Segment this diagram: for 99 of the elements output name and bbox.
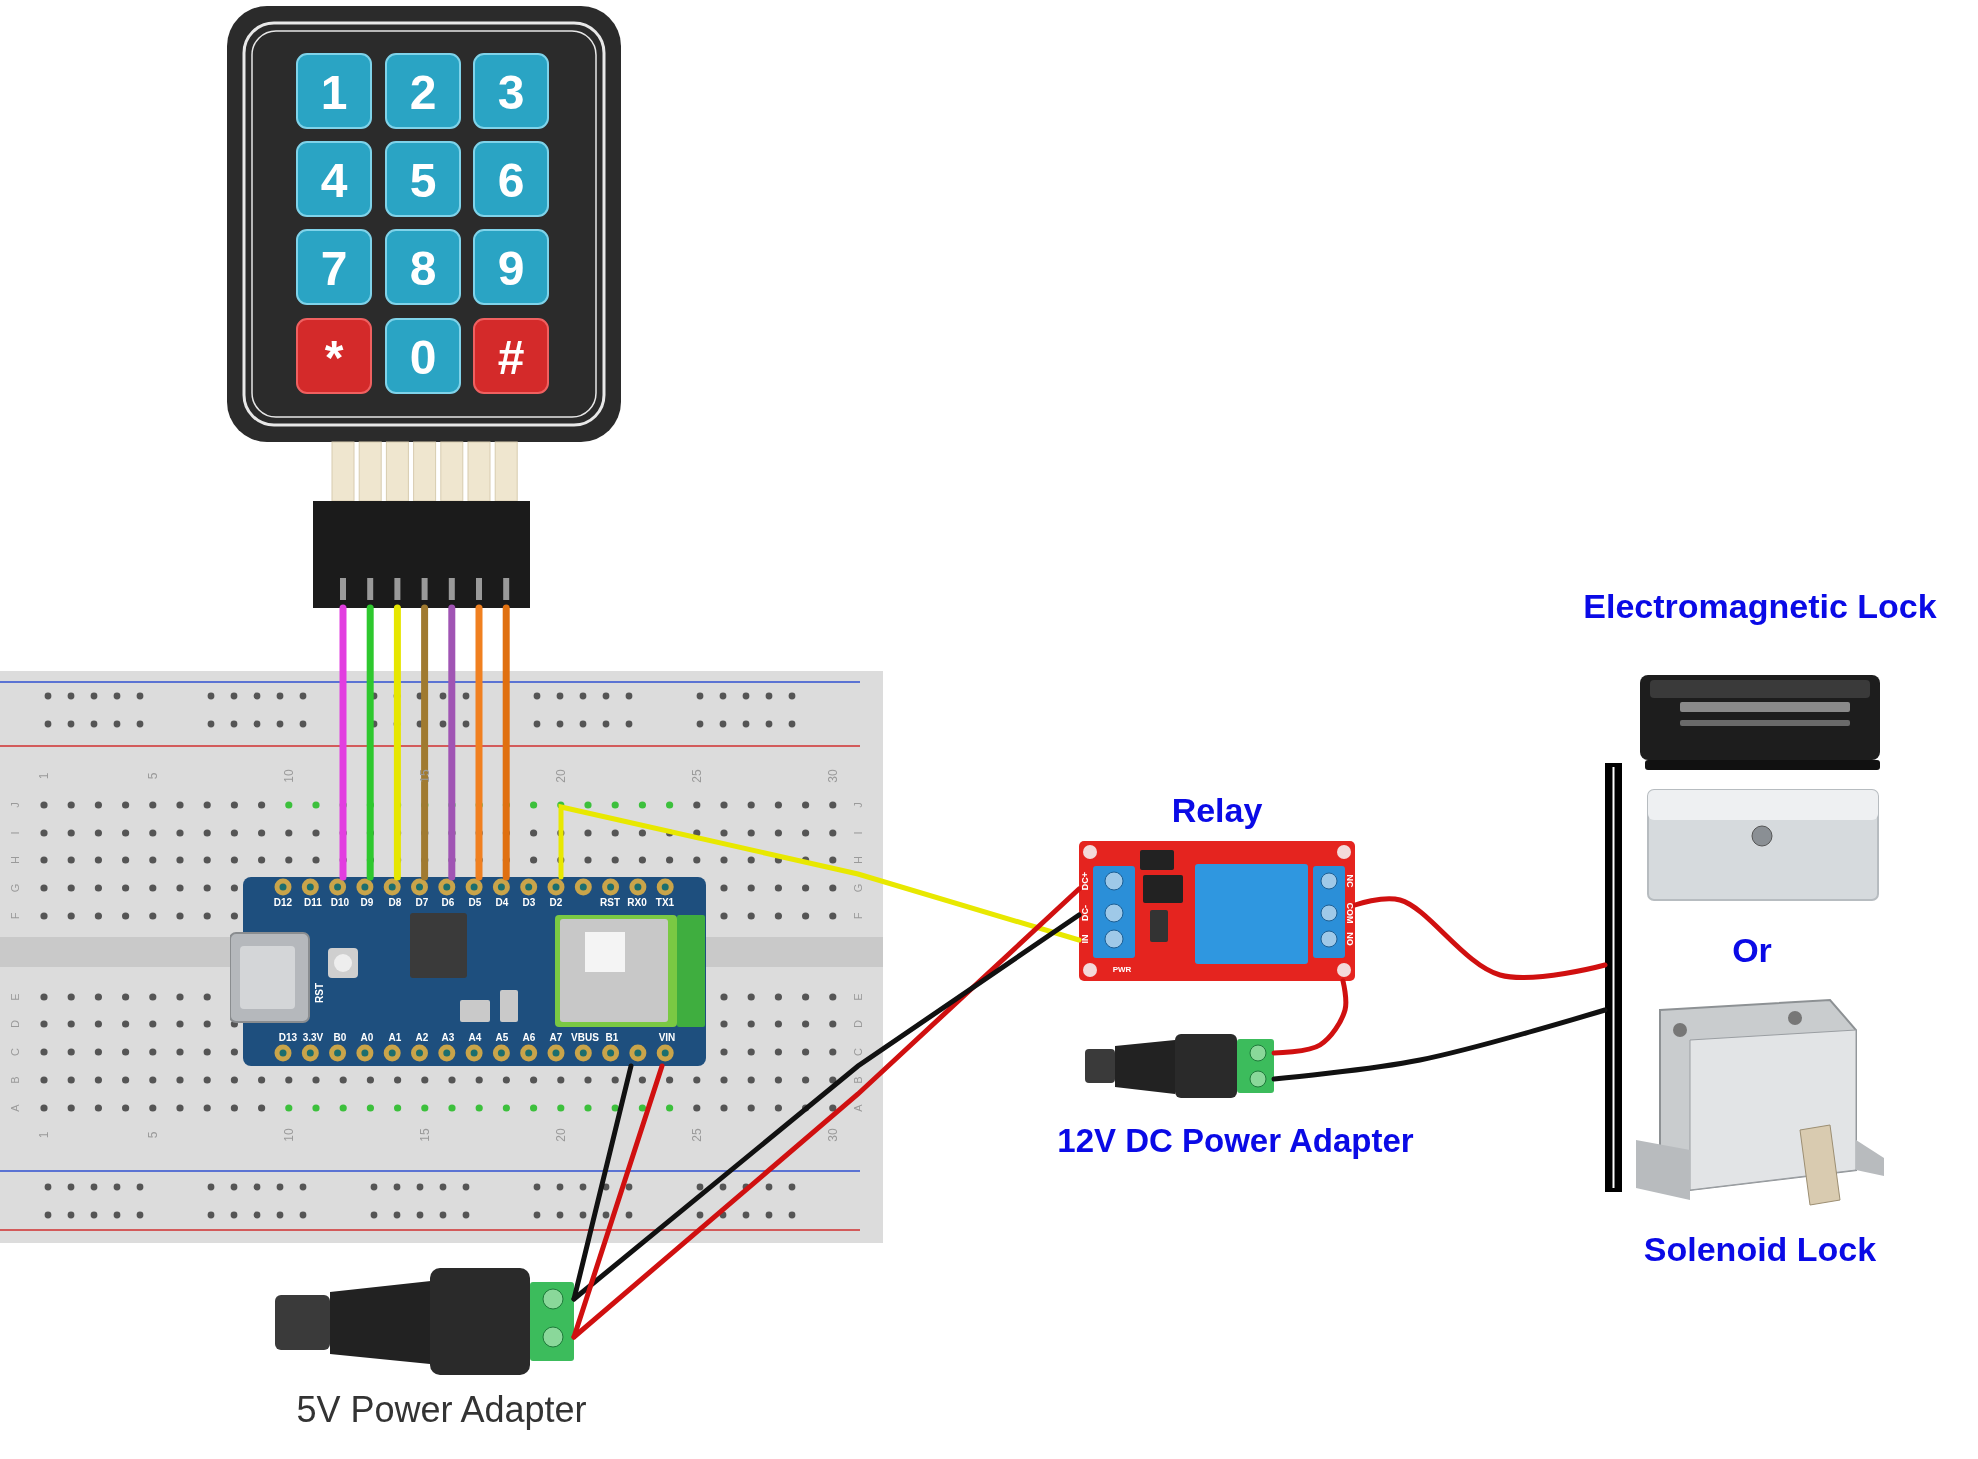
- pin-label: A1: [388, 1033, 402, 1043]
- pin-label: D12: [273, 898, 293, 908]
- key-label: 9: [497, 245, 525, 293]
- key-label: 6: [497, 157, 525, 205]
- column-number: 15: [418, 769, 431, 783]
- pin-label: B0: [333, 1033, 347, 1043]
- terminal-label: IN: [1080, 934, 1090, 944]
- wire: [366, 604, 374, 881]
- pin-label: A3: [441, 1033, 455, 1043]
- wire: [448, 604, 456, 881]
- component-label: 12V DC Power Adapter: [1057, 1124, 1414, 1157]
- pin-label: A5: [495, 1033, 509, 1043]
- pin-label: D5: [468, 898, 482, 908]
- row-letter: G: [852, 883, 864, 893]
- key-label: 1: [320, 69, 348, 117]
- wire: [475, 604, 483, 881]
- wire: [421, 604, 429, 881]
- column-number: 20: [554, 769, 567, 783]
- pin-label: D4: [495, 898, 509, 908]
- row-letter: A: [9, 1104, 21, 1112]
- column-number: 15: [418, 1128, 431, 1142]
- pin-label: D9: [360, 898, 374, 908]
- row-letter: B: [9, 1076, 21, 1084]
- wire: [502, 604, 510, 881]
- column-number: 25: [690, 769, 703, 783]
- pin-label: B1: [605, 1033, 619, 1043]
- row-letter: H: [852, 856, 864, 864]
- pin-label: VIN: [658, 1033, 676, 1043]
- component-label: Solenoid Lock: [1643, 1232, 1877, 1266]
- pin-label: D3: [522, 898, 536, 908]
- row-letter: E: [9, 993, 21, 1001]
- column-number: 25: [690, 1128, 703, 1142]
- indicator-label: PWR: [1112, 966, 1132, 974]
- column-number: 5: [146, 1131, 159, 1139]
- row-letter: D: [9, 1020, 21, 1028]
- pin-label: VBUS: [571, 1033, 599, 1043]
- wire: [1352, 896, 1608, 980]
- pin-label: TX1: [655, 898, 675, 908]
- separator-text: Or: [1732, 933, 1772, 967]
- component-label: Relay: [1171, 793, 1263, 827]
- column-number: 5: [146, 772, 159, 780]
- row-letter: E: [852, 993, 864, 1001]
- row-letter: B: [852, 1076, 864, 1084]
- pin-label: D8: [388, 898, 402, 908]
- key-label: 3: [497, 69, 525, 117]
- key-label: 5: [409, 157, 437, 205]
- pin-label: RX0: [627, 898, 647, 908]
- pin-label: D13: [278, 1033, 298, 1043]
- pin-label: A7: [549, 1033, 563, 1043]
- wire: [571, 1063, 634, 1302]
- pin-label: A4: [468, 1033, 482, 1043]
- pin-label: D10: [330, 898, 350, 908]
- key-label: 0: [409, 334, 437, 382]
- column-number: 30: [826, 1128, 839, 1142]
- key-label: #: [497, 334, 525, 382]
- wire: [1271, 1007, 1608, 1082]
- row-letter: A: [852, 1104, 864, 1112]
- row-letter: J: [852, 802, 864, 808]
- component-label: 5V Power Adapter: [296, 1392, 587, 1428]
- column-number: 30: [826, 769, 839, 783]
- terminal-label: DC+: [1080, 871, 1090, 891]
- wire: [558, 803, 1082, 943]
- row-letter: D: [852, 1020, 864, 1028]
- component-label: Electromagnetic Lock: [1583, 589, 1937, 623]
- pin-label: RST: [315, 983, 325, 1003]
- pin-label: D7: [415, 898, 429, 908]
- wire: [1271, 978, 1349, 1056]
- row-letter: J: [9, 802, 21, 808]
- column-number: 1: [38, 772, 50, 780]
- row-letter: C: [852, 1048, 864, 1056]
- terminal-label: NC: [1344, 874, 1354, 888]
- pin-label: D11: [304, 898, 322, 908]
- pin-label: RST: [600, 898, 620, 908]
- key-label: 7: [320, 245, 348, 293]
- row-letter: F: [9, 912, 21, 920]
- wire: [571, 1063, 665, 1340]
- row-letter: C: [9, 1048, 21, 1056]
- wire: [393, 604, 401, 881]
- column-number: 10: [282, 769, 295, 783]
- pin-label: A2: [415, 1033, 429, 1043]
- column-number: 10: [282, 1128, 295, 1142]
- pin-label: D6: [441, 898, 455, 908]
- terminal-label: NO: [1344, 932, 1354, 946]
- column-number: 1: [38, 1131, 50, 1139]
- terminal-label: COM: [1344, 902, 1354, 924]
- pin-label: A0: [360, 1033, 374, 1043]
- wire: [339, 604, 347, 881]
- key-label: 4: [320, 157, 348, 205]
- column-number: 20: [554, 1128, 567, 1142]
- key-label: 8: [409, 245, 437, 293]
- pin-label: 3.3V: [302, 1033, 324, 1043]
- key-label: *: [324, 334, 344, 382]
- row-letter: G: [9, 883, 21, 893]
- key-label: 2: [409, 69, 437, 117]
- pin-label: D2: [549, 898, 563, 908]
- row-letter: H: [9, 856, 21, 864]
- pin-label: A6: [522, 1033, 536, 1043]
- terminal-label: DC-: [1080, 905, 1090, 921]
- row-letter: F: [852, 912, 864, 920]
